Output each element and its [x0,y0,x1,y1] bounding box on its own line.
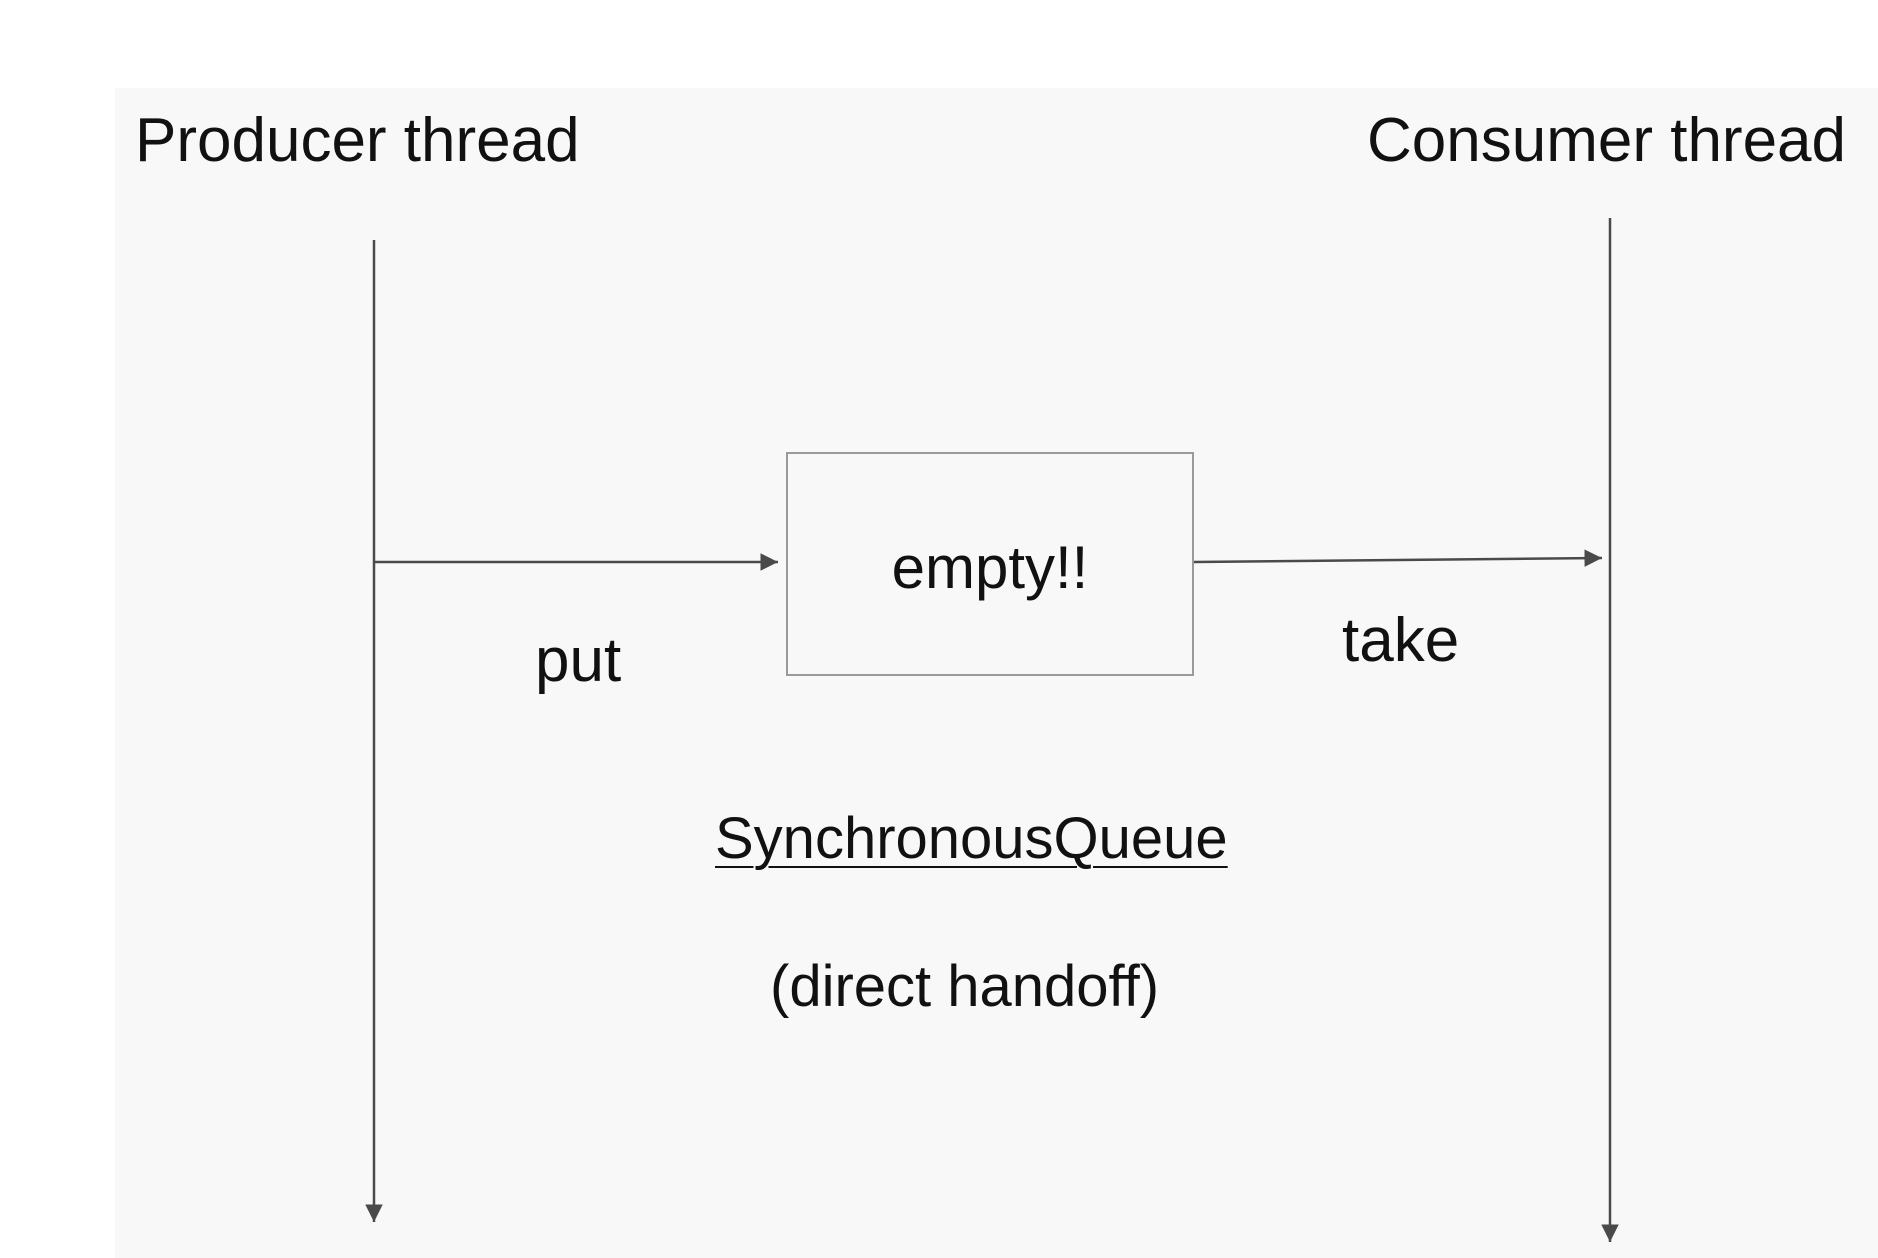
queue-note-label: (direct handoff) [770,954,1160,1019]
queue-name-label: SynchronousQueue [715,806,1228,871]
put-label: put [535,626,622,695]
consumer-thread-title: Consumer thread [1367,106,1847,175]
producer-thread-title: Producer thread [135,106,580,175]
take-arrow [1193,549,1603,567]
take-label: take [1342,606,1460,675]
queue-box: empty!! [786,452,1194,676]
queue-state-label: empty!! [891,534,1089,601]
